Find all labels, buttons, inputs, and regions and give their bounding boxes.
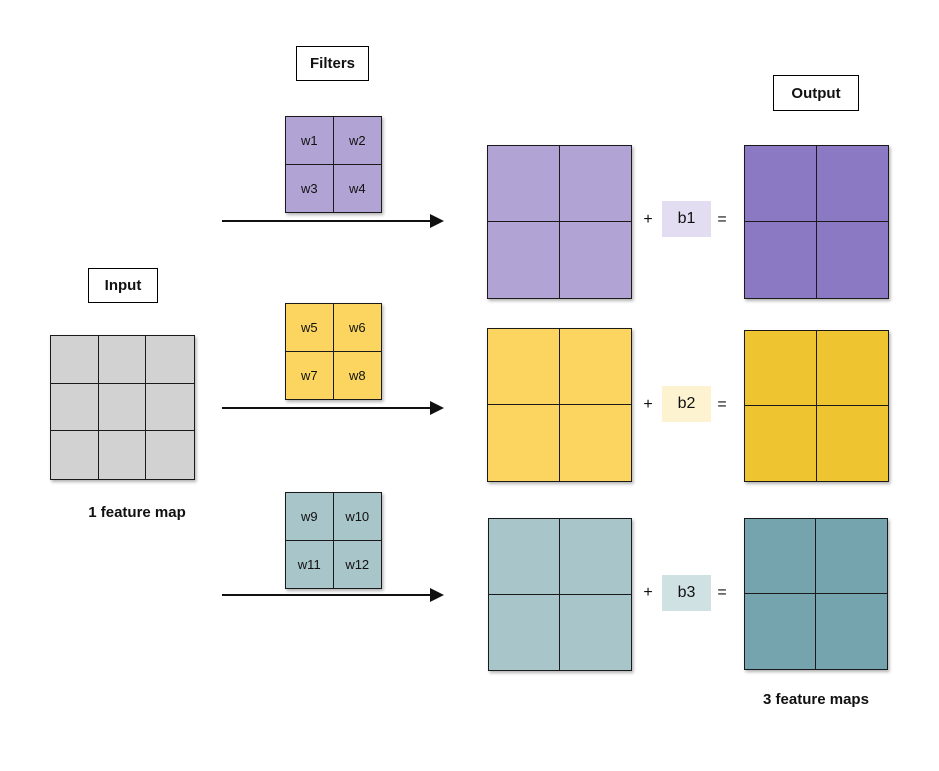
arrow-line bbox=[222, 594, 430, 596]
filter-weight-cell: w10 bbox=[333, 493, 381, 541]
plus-operator-3: + bbox=[643, 584, 653, 601]
equals-operator-1: = bbox=[717, 211, 727, 228]
grid-cell bbox=[51, 383, 99, 432]
grid-cell bbox=[98, 336, 147, 384]
grid-cell bbox=[817, 222, 889, 298]
filter-weight-cell: w9 bbox=[286, 493, 334, 541]
conv-result-2-grid bbox=[487, 328, 632, 482]
grid-cell bbox=[489, 594, 560, 670]
bias-1-chip: b1 bbox=[662, 201, 711, 237]
equals-operator-3: = bbox=[717, 584, 727, 601]
bias-3-label: b3 bbox=[677, 584, 696, 601]
output-label-box: Output bbox=[773, 75, 859, 111]
grid-cell bbox=[560, 519, 631, 595]
plus-operator-2: + bbox=[643, 396, 653, 413]
grid-cell bbox=[560, 595, 631, 671]
output-label: Output bbox=[791, 84, 841, 102]
filter-weight-cell: w5 bbox=[286, 304, 334, 352]
input-label: Input bbox=[104, 277, 142, 294]
bias-1-label: b1 bbox=[677, 210, 696, 227]
arrow-line bbox=[222, 407, 430, 409]
grid-cell bbox=[98, 383, 147, 432]
grid-cell bbox=[146, 336, 194, 384]
grid-cell bbox=[745, 222, 817, 298]
grid-cell bbox=[488, 222, 560, 298]
filter-weight-cell: w12 bbox=[345, 556, 370, 572]
grid-cell bbox=[146, 431, 194, 479]
grid-cell bbox=[817, 406, 889, 481]
input-label-box: Input bbox=[88, 268, 158, 303]
grid-cell bbox=[816, 594, 887, 669]
grid-cell bbox=[489, 519, 560, 595]
convolution-arrow-3 bbox=[222, 588, 444, 602]
filters-label: Filters bbox=[309, 55, 355, 72]
plus-operator-1: + bbox=[643, 211, 653, 228]
filter-1-grid: w1 w2 w3 w4 bbox=[285, 116, 382, 213]
conv-result-1-grid bbox=[487, 145, 632, 299]
filter-weight-cell: w4 bbox=[348, 180, 366, 196]
filter-2-grid: w5 w6 w7 w8 bbox=[285, 303, 382, 400]
filter-weight-cell: w3 bbox=[286, 164, 334, 212]
filter-weight-cell: w7 bbox=[286, 351, 334, 399]
grid-cell bbox=[745, 594, 816, 669]
grid-cell bbox=[99, 431, 147, 479]
arrow-line bbox=[222, 220, 430, 222]
output-map-2-grid bbox=[744, 330, 889, 482]
bias-3-chip: b3 bbox=[662, 575, 711, 611]
grid-cell bbox=[816, 331, 888, 406]
grid-cell bbox=[745, 146, 817, 222]
filter-weight-cell: w6 bbox=[333, 304, 381, 352]
grid-cell bbox=[560, 222, 632, 298]
grid-cell bbox=[488, 405, 560, 481]
grid-cell bbox=[816, 146, 888, 222]
grid-cell bbox=[488, 146, 560, 222]
input-caption: 1 feature map bbox=[88, 504, 186, 521]
grid-cell bbox=[745, 331, 817, 406]
grid-cell bbox=[559, 146, 631, 222]
filter-weight-cell: w1 bbox=[286, 117, 334, 165]
filters-label-box: Filters bbox=[296, 46, 369, 81]
filter-weight-cell: w11 bbox=[286, 540, 334, 588]
conv-result-3-grid bbox=[488, 518, 632, 671]
arrow-head-icon bbox=[430, 401, 444, 415]
grid-cell bbox=[816, 519, 887, 594]
convolution-arrow-2 bbox=[222, 401, 444, 415]
arrow-head-icon bbox=[430, 214, 444, 228]
arrow-head-icon bbox=[430, 588, 444, 602]
equals-operator-2: = bbox=[717, 396, 727, 413]
grid-cell bbox=[146, 384, 194, 432]
grid-cell bbox=[51, 431, 99, 479]
output-caption: 3 feature maps bbox=[763, 691, 869, 708]
grid-cell bbox=[559, 329, 631, 405]
output-map-3-grid bbox=[744, 518, 888, 670]
input-feature-map-grid bbox=[50, 335, 195, 480]
grid-cell bbox=[745, 519, 816, 594]
output-map-1-grid bbox=[744, 145, 889, 299]
grid-cell bbox=[745, 406, 817, 481]
grid-cell bbox=[560, 405, 632, 481]
grid-cell bbox=[51, 336, 99, 384]
filter-3-grid: w9 w10 w11 w12 bbox=[285, 492, 382, 589]
filter-weight-cell: w2 bbox=[333, 117, 381, 165]
bias-2-chip: b2 bbox=[662, 386, 711, 422]
bias-2-label: b2 bbox=[677, 395, 696, 412]
grid-cell bbox=[488, 329, 560, 405]
convolution-arrow-1 bbox=[222, 214, 444, 228]
filter-weight-cell: w8 bbox=[348, 367, 366, 383]
